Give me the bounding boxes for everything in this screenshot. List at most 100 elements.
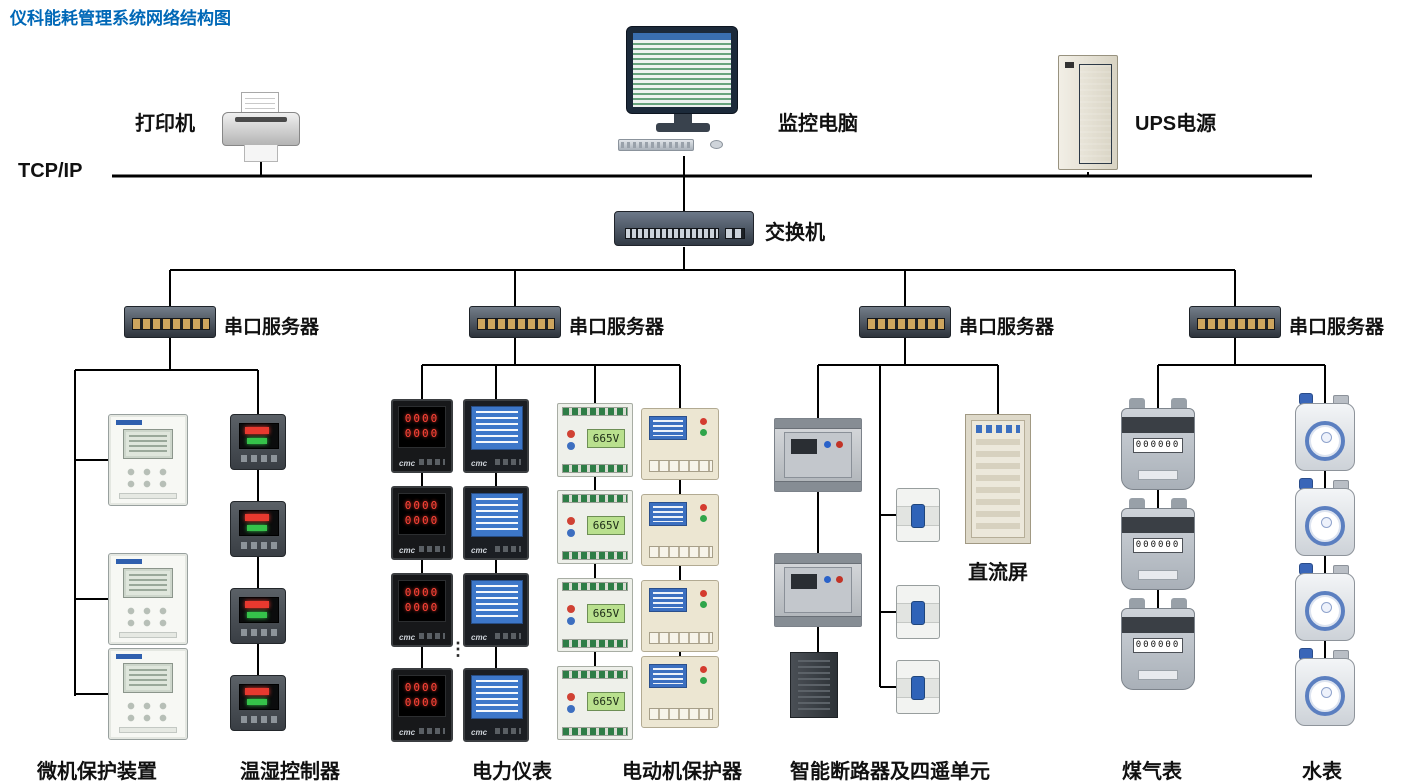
meter-brand: cmc [399,728,416,737]
monitor-label: 监控电脑 [778,113,858,135]
label-water-meters: 水表 [1302,761,1342,782]
motor-protector-display: 665V [587,516,625,535]
keyboard [618,139,694,151]
breaker-face [784,567,852,613]
printer-image [222,92,300,164]
relay-lcd [123,663,173,693]
relay-keypad [126,467,174,491]
air-circuit-breaker-image [774,418,862,492]
red-display [245,688,269,695]
serial-server-label: 串口服务器 [224,317,320,338]
water-meter-image [1293,393,1357,471]
water-meter-image [1293,478,1357,556]
meter-brand: cmc [471,728,488,737]
meter-brand: cmc [471,633,488,642]
meter-lcd [471,493,523,537]
ups-image [1058,55,1118,170]
water-meter-image [1293,563,1357,641]
label-motor-protectors: 电动机保护器 [622,761,742,782]
green-display [247,612,267,618]
relay-lcd [123,568,173,598]
controller-lcd [649,588,687,612]
meter-brand: cmc [399,459,416,468]
indicator-lights [700,504,707,511]
gas-meter-counter: 000000 [1133,438,1183,453]
gas-meter-counter: 000000 [1133,638,1183,653]
relay-keypad [126,701,174,725]
mcb-breaker-image [896,585,940,639]
monitor-base [656,123,710,132]
temp-humidity-controller-image [230,414,286,470]
serial-server-image [124,306,216,338]
meter-brand: cmc [399,633,416,642]
meter-reading: 0000 [404,696,440,709]
indicator-lights [567,430,575,438]
green-display [247,438,267,444]
gas-meter-image: 000000 [1121,598,1195,690]
red-display [245,514,269,521]
motor-controller-image [641,580,719,652]
meter-reading: 0000 [404,681,440,694]
serial-server-image [1189,306,1281,338]
serial-server-label: 串口服务器 [1289,317,1385,338]
water-meter-dial [1305,591,1345,631]
dc-panel-image [965,414,1031,544]
monitor-image [612,26,752,158]
gas-meter-pipes [1129,398,1145,411]
motor-controller-image [641,656,719,728]
meter-lcd [471,675,523,719]
meter-lcd [471,406,523,450]
protection-relay-image [108,648,188,740]
gas-meter-counter: 000000 [1133,538,1183,553]
mcb-breaker-image [896,660,940,714]
air-circuit-breaker-image [774,553,862,627]
controller-lcd [649,416,687,440]
printer-output-tray [244,145,278,162]
green-display [247,699,267,705]
label-gas-meters: 煤气表 [1122,761,1182,782]
monitor-screen [633,33,731,107]
label-protection-devices: 微机保护装置 [37,761,157,782]
meter-display: 0000 0000 [398,675,446,717]
protection-relay-image [108,553,188,645]
motor-protector-image: 665V [557,578,633,652]
power-meter-red-image: 0000 0000 cmc [391,399,453,473]
motor-controller-image [641,408,719,480]
temp-humidity-controller-image [230,675,286,731]
indicator-lights [700,418,707,425]
meter-brand: cmc [399,546,416,555]
motor-protector-image: 665V [557,490,633,564]
serial-server-label: 串口服务器 [959,317,1055,338]
meter-reading: 0000 [404,514,440,527]
ethernet-switch-image [614,211,754,246]
power-meter-red-image: 0000 0000 cmc [391,573,453,647]
controller-lcd [649,664,687,688]
temp-humidity-controller-image [230,501,286,557]
water-meter-dial [1305,421,1345,461]
remote-unit-image [790,652,838,718]
relay-lcd [123,429,173,459]
meter-display: 0000 0000 [398,580,446,622]
indicator-lights [567,517,575,525]
printer-label: 打印机 [135,113,195,135]
motor-protector-display: 665V [587,429,625,448]
motor-controller-image [641,494,719,566]
green-display [247,525,267,531]
meter-reading: 0000 [404,586,440,599]
page-title: 仪科能耗管理系统网络结构图 [10,9,231,28]
indicator-lights [567,693,575,701]
more-devices-ellipsis: ⋮ [449,639,467,659]
switch-label: 交换机 [765,222,825,244]
printer-paper [241,92,279,118]
power-meter-lcd-image: cmc [463,668,529,742]
label-power-meters: 电力仪表 [472,761,552,782]
meter-display: 0000 0000 [398,406,446,448]
protection-relay-image [108,414,188,506]
ups-label: UPS电源 [1135,113,1217,135]
power-meter-lcd-image: cmc [463,486,529,560]
water-meter-dial [1305,506,1345,546]
serial-server-image [469,306,561,338]
meter-display: 0000 0000 [398,493,446,535]
relay-keypad [126,606,174,630]
printer-body [222,112,300,146]
